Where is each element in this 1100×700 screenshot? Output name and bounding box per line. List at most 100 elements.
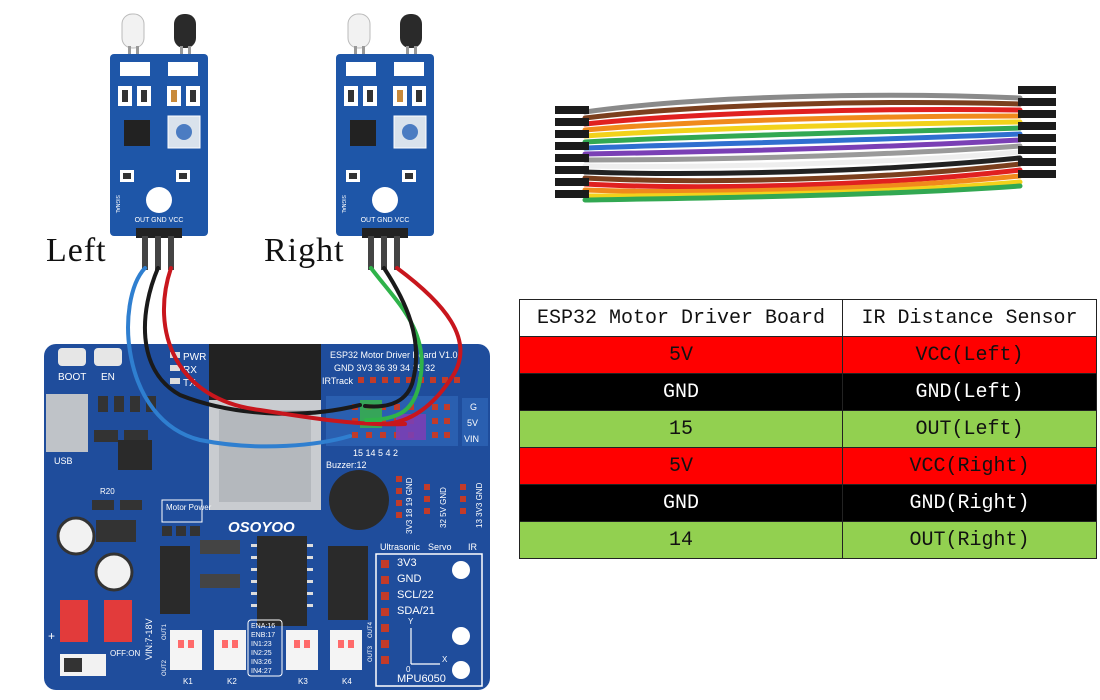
k3-label: K3 — [298, 677, 308, 686]
g-label: G — [470, 402, 477, 412]
motor-driver-ic — [257, 536, 307, 626]
table-header-row: ESP32 Motor Driver Board IR Distance Sen… — [519, 299, 1097, 337]
motor-connector-k3 — [286, 630, 318, 670]
mpu6050-outline — [375, 553, 483, 687]
irtrack-label: IRTrack — [322, 376, 354, 386]
axis-origin-label: 0 — [406, 665, 411, 674]
enb-label: ENB:17 — [251, 632, 275, 639]
ena-label: ENA:16 — [251, 623, 275, 630]
esp32-motor-driver-board: BOOT EN PWR RX TX USB R20 ESP32 Motor Dr… — [44, 344, 490, 690]
pwr-label: PWR — [183, 352, 206, 363]
mpu-sda-label: SDA/21 — [397, 605, 435, 617]
buzzer — [329, 470, 389, 530]
ir-receiver-led — [400, 14, 422, 48]
motor-connector-k2 — [214, 630, 246, 670]
ir-emitter-led — [347, 13, 371, 49]
r20-label: R20 — [100, 487, 115, 496]
header-c-labels: 13 3V3 GND — [475, 482, 484, 528]
vin-label: VIN — [464, 434, 479, 444]
in1-label: IN1:23 — [251, 641, 272, 648]
out1-label: OUT1 — [162, 623, 168, 640]
in4-label: IN4:27 — [251, 668, 272, 675]
left-vcc-wire — [162, 266, 407, 427]
rx-label: RX — [183, 365, 197, 376]
table-row: GND GND(Left) — [519, 373, 1097, 411]
jumper-connectors-left — [555, 106, 589, 198]
capacitor — [94, 552, 134, 592]
right-sensor-label: Right — [264, 232, 345, 269]
table-row: 5V VCC(Right) — [519, 447, 1097, 485]
table-row: GND GND(Right) — [519, 484, 1097, 522]
ir-receiver-led — [174, 14, 196, 48]
jumper-wire-bundle — [582, 92, 1023, 203]
vin-range-label: VIN:7-18V — [144, 618, 154, 660]
board-title: ESP32 Motor Driver Board V1.0 — [330, 350, 458, 360]
out3-label: OUT3 — [368, 645, 374, 662]
pin-number-labels: 15 14 5 4 2 — [353, 448, 398, 458]
right-ir-sensor: OUT GND VCC SIGNAL — [336, 13, 434, 270]
en-label: EN — [101, 372, 115, 383]
left-ir-sensor: OUT GND VCC SIGNAL — [110, 13, 208, 270]
table-row: 14 OUT(Right) — [519, 521, 1097, 559]
k2-label: K2 — [227, 677, 237, 686]
axis-y-label: Y — [408, 617, 414, 626]
sensor-pin-labels: OUT GND VCC — [135, 217, 184, 224]
plus-label: + — [48, 629, 55, 643]
k4-label: K4 — [342, 677, 352, 686]
left-out-wire — [126, 266, 352, 449]
k1-label: K1 — [183, 677, 193, 686]
wiring-table: ESP32 Motor Driver Board IR Distance Sen… — [519, 299, 1097, 559]
sensor-pin-labels: OUT GND VCC — [361, 217, 410, 224]
in2-label: IN2:25 — [251, 650, 272, 657]
board-pin-cell: 5V — [519, 447, 843, 485]
board-pin-cell: 15 — [519, 410, 843, 448]
boot-button — [58, 348, 86, 366]
usb-label: USB — [54, 456, 73, 466]
sensor-column-header: IR Distance Sensor — [842, 299, 1097, 337]
jumper-connectors-right — [1018, 86, 1056, 178]
header-row-labels: GND 3V3 36 39 34 35 32 — [334, 363, 435, 373]
sensor-pin-cell: OUT(Left) — [842, 410, 1097, 448]
left-sensor-label: Left — [46, 232, 107, 269]
motor-power-label: Motor Power — [166, 503, 212, 512]
mpu-3v3-label: 3V3 — [397, 557, 417, 569]
board-column-header: ESP32 Motor Driver Board — [519, 299, 843, 337]
sensor-pin-cell: GND(Left) — [842, 373, 1097, 411]
ir-emitter-led — [121, 13, 145, 49]
mpu-name-label: MPU6050 — [397, 673, 446, 685]
sensor-pin-cell: OUT(Right) — [842, 521, 1097, 559]
in3-label: IN3:26 — [251, 659, 272, 666]
terminal-block — [60, 600, 88, 642]
usb-uart-chip — [118, 440, 152, 470]
off-on-label: OFF:ON — [110, 649, 140, 658]
buzzer-label: Buzzer:12 — [326, 460, 367, 470]
out2-label: OUT2 — [162, 659, 168, 676]
board-pin-cell: 5V — [519, 336, 843, 374]
top-header-pins — [358, 377, 460, 383]
ir-label: IR — [468, 542, 478, 552]
table-row: 15 OUT(Left) — [519, 410, 1097, 448]
axis-x-label: X — [442, 655, 448, 664]
right-vcc-wire — [376, 266, 463, 427]
sensor-pin-cell: VCC(Right) — [842, 447, 1097, 485]
out4-label: OUT4 — [368, 621, 374, 638]
left-gnd-wire — [143, 266, 362, 416]
servo-label: Servo — [428, 542, 452, 552]
sensor-pcb — [110, 54, 208, 236]
comparator-chip — [124, 120, 150, 146]
capacitor — [56, 516, 96, 556]
motor-connector-k4 — [330, 630, 362, 670]
terminal-block — [104, 600, 132, 642]
ultrasonic-label: Ultrasonic — [380, 542, 421, 552]
sensor-pin-cell: VCC(Left) — [842, 336, 1097, 374]
mounting-hole — [146, 187, 172, 213]
sensor-pin-cell: GND(Right) — [842, 484, 1097, 522]
mounting-hole — [372, 187, 398, 213]
right-out-wire — [364, 266, 424, 422]
5v-label: 5V — [467, 418, 478, 428]
comparator-chip — [350, 120, 376, 146]
usb-port — [46, 394, 88, 452]
header-a-labels: 3V3 18 19 GND — [405, 477, 414, 534]
board-pin-cell: 14 — [519, 521, 843, 559]
